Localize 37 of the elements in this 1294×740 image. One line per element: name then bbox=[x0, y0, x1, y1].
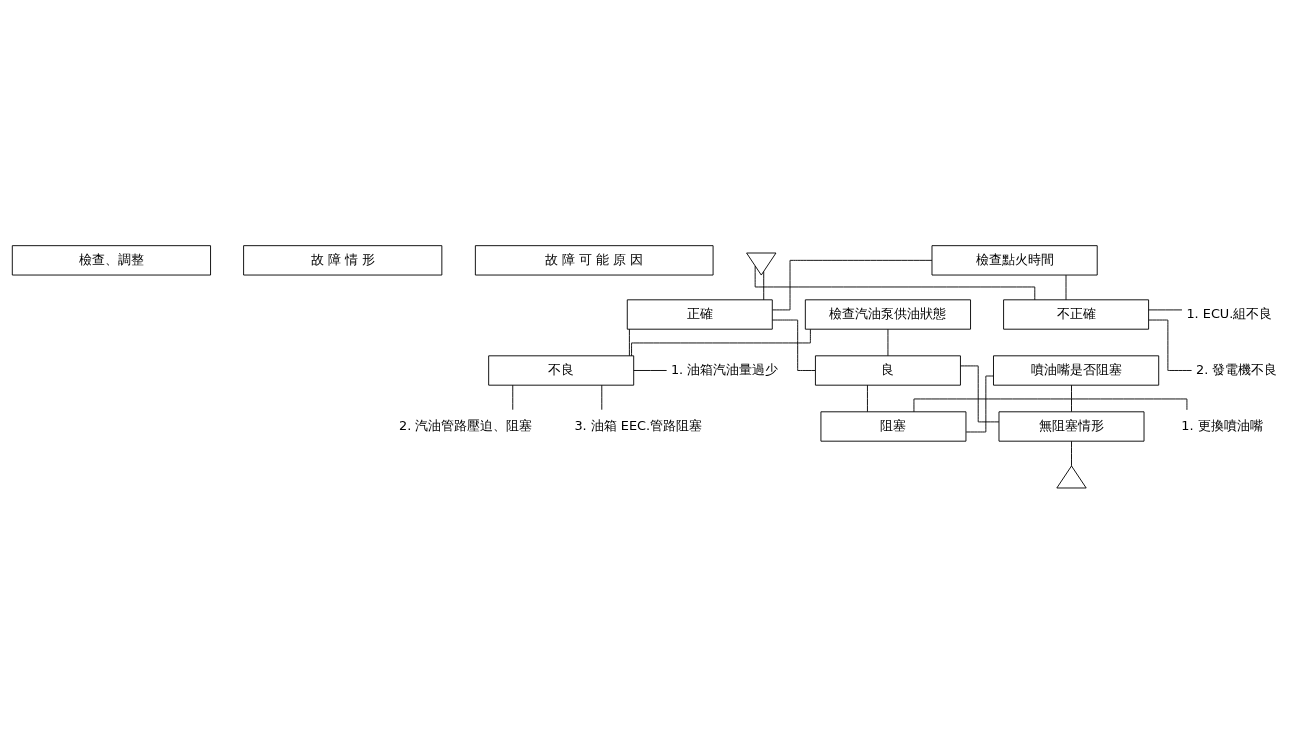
connector bbox=[763, 270, 765, 300]
connector bbox=[1071, 384, 1072, 412]
node-box: 噴油嘴是否阻塞 bbox=[993, 354, 1160, 386]
connector bbox=[633, 369, 668, 371]
connector bbox=[512, 384, 514, 410]
node-text: 1. 油箱汽油量過少 bbox=[670, 361, 779, 377]
node-box: 檢查點火時間 bbox=[931, 244, 1098, 275]
connector bbox=[965, 375, 994, 432]
node-text: 1. 更換噴油嘴 bbox=[1181, 417, 1263, 433]
connector bbox=[1071, 440, 1072, 466]
node-triangle bbox=[1056, 465, 1087, 488]
connector bbox=[1148, 319, 1193, 371]
node-box: 不正確 bbox=[1003, 298, 1150, 330]
node-triangle bbox=[746, 252, 777, 275]
node-box: 正確 bbox=[626, 298, 773, 330]
node-text: 1. ECU.組不良 bbox=[1186, 305, 1273, 321]
node-box: 不良 bbox=[488, 354, 635, 386]
node-box: 故 障 情 形 bbox=[243, 244, 443, 275]
node-text: 2. 發電機不良 bbox=[1196, 361, 1278, 377]
node-box: 檢查、調整 bbox=[11, 244, 211, 275]
node-text: 2. 汽油管路壓迫、阻塞 bbox=[399, 417, 533, 433]
node-box: 檢查汽油泵供油狀態 bbox=[804, 298, 971, 330]
node-box: 故 障 可 能 原 因 bbox=[474, 244, 714, 275]
connector bbox=[772, 319, 816, 371]
connector bbox=[1148, 308, 1183, 310]
node-text: 3. 油箱 EEC.管路阻塞 bbox=[574, 417, 703, 433]
connector bbox=[1065, 274, 1067, 300]
node-box: 無阻塞情形 bbox=[998, 410, 1145, 442]
connector bbox=[887, 328, 889, 356]
connector bbox=[628, 328, 630, 356]
connector bbox=[960, 364, 1000, 422]
connector bbox=[772, 259, 933, 310]
node-box: 良 bbox=[814, 354, 961, 386]
connector bbox=[867, 384, 868, 412]
node-box: 阻塞 bbox=[820, 410, 967, 442]
connector bbox=[631, 328, 811, 356]
connector bbox=[601, 384, 603, 410]
